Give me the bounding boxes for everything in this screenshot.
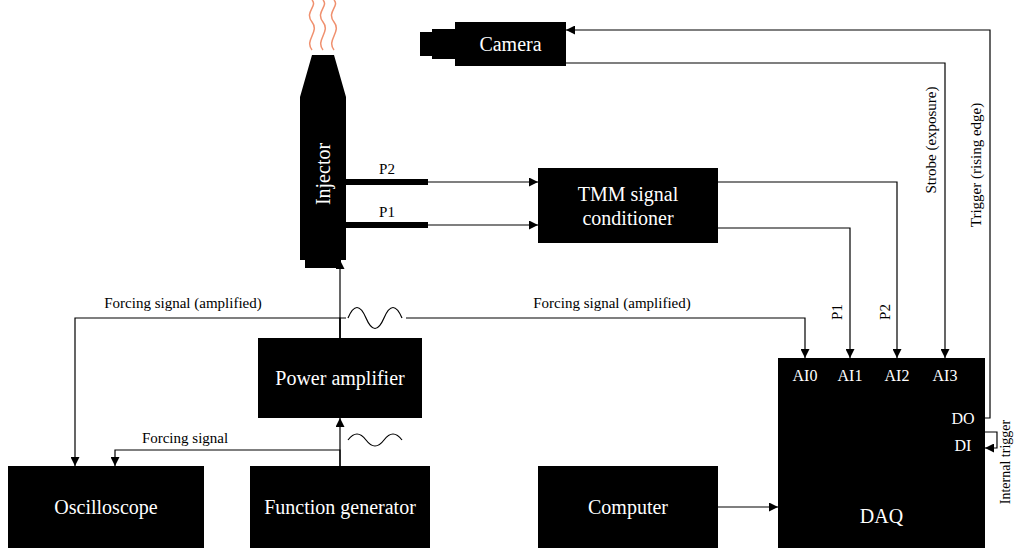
daq-box: DAQ <box>778 358 985 548</box>
signal-label: Internal trigger <box>998 418 1014 506</box>
signal-label: Forcing signal (amplified) <box>102 295 263 312</box>
pin-name: AI2 <box>885 367 910 385</box>
signal-line <box>985 432 997 448</box>
pin-name: AI1 <box>838 367 863 385</box>
signal-label: Forcing signal (amplified) <box>531 295 692 312</box>
pin-name: DO <box>951 410 974 428</box>
amplifier-box: Power amplifier <box>258 338 422 418</box>
flame-wisps <box>309 0 336 50</box>
injector-port <box>346 222 428 228</box>
signal-line <box>718 506 778 507</box>
signal-conditioner-box: TMM signal conditioner <box>538 168 718 243</box>
box-label: Injector <box>311 143 335 205</box>
port-name: P2 <box>379 161 395 178</box>
signal-label: P1 <box>829 302 846 322</box>
box-label: Power amplifier <box>275 366 404 390</box>
signal-line <box>718 182 897 358</box>
computer-box: Computer <box>538 466 718 548</box>
injector-port <box>346 179 428 185</box>
injector-body: Injector <box>300 55 346 268</box>
signal-label: P2 <box>877 302 894 322</box>
box-label: Computer <box>588 495 668 519</box>
camera-lens <box>420 29 455 59</box>
sine-symbol <box>346 306 406 330</box>
oscilloscope-box: Oscilloscope <box>8 466 204 548</box>
port-name: P1 <box>379 204 395 221</box>
box-label: Function generator <box>264 495 416 519</box>
signal-line <box>718 228 850 358</box>
pin-name: DI <box>955 437 972 455</box>
signal-line <box>115 450 340 466</box>
sine-symbol <box>348 434 402 446</box>
signal-label: Forcing signal <box>140 430 230 447</box>
box-label: TMM signal conditioner <box>546 182 710 230</box>
camera-box: Camera <box>455 22 566 66</box>
box-label: DAQ <box>860 504 903 528</box>
function-generator-box: Function generator <box>250 466 430 548</box>
box-label: Camera <box>479 32 541 56</box>
pin-name: AI0 <box>793 367 818 385</box>
signal-label: Strobe (exposure) <box>923 84 940 195</box>
pin-name: AI3 <box>933 367 958 385</box>
box-label: Oscilloscope <box>54 495 157 519</box>
signal-label: Trigger (rising edge) <box>968 101 985 229</box>
